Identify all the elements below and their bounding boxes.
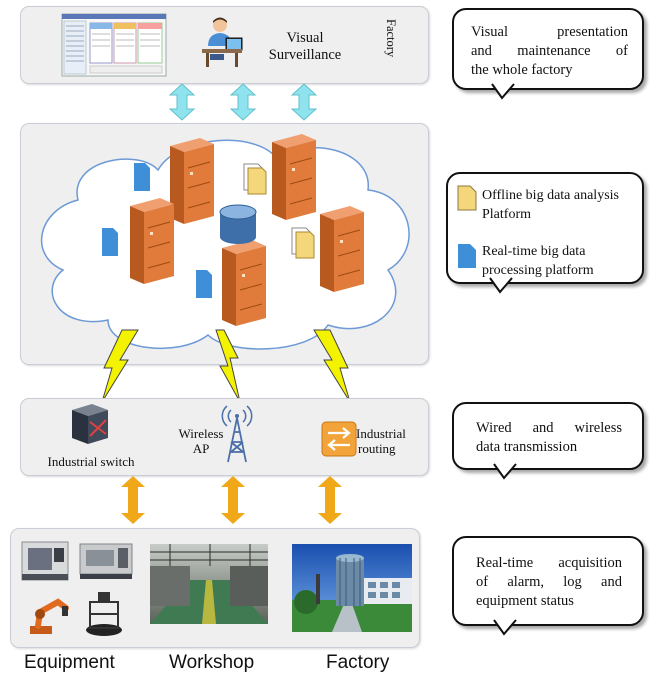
workshop-photo <box>150 544 268 624</box>
double-arrow-bottom-2 <box>221 476 245 524</box>
mobile-robot-icon <box>86 592 122 636</box>
server-icon-4 <box>320 206 364 292</box>
server-icon-3 <box>130 198 174 284</box>
factory-label: Factory <box>326 652 390 673</box>
realtime-doc-icon-1 <box>134 163 150 191</box>
offline-doc-icon-1 <box>243 163 267 195</box>
callout-tail-3 <box>493 461 517 480</box>
industrial-router-icon <box>321 421 357 457</box>
database-icon <box>219 204 257 244</box>
double-arrow-top-3 <box>290 83 318 121</box>
workshop-label: Workshop <box>169 652 255 673</box>
industrial-switch-label: Industrial switch <box>47 454 135 469</box>
data-transmission-callout: Wired and wireless data transmission <box>452 402 644 470</box>
robot-arm-icon <box>30 598 69 634</box>
cloud-shape <box>40 139 410 350</box>
factory-photo <box>292 544 412 632</box>
visual-presentation-callout: Visual presentation and maintenance of t… <box>452 8 644 90</box>
wireless-ap-tower-icon <box>221 405 253 463</box>
operator-at-computer-icon <box>202 17 243 67</box>
realtime-platform-label: Real-time big data processing platform <box>482 244 594 278</box>
wireless-ap-label: Wireless AP <box>178 426 224 456</box>
lightning-icon-1 <box>101 329 139 403</box>
double-arrow-bottom-3 <box>318 476 342 524</box>
equipment-label: Equipment <box>24 652 115 673</box>
offline-platform-label: Offline big data analysis Platform <box>482 188 619 222</box>
visual-surveillance-title: Visual Surveillance <box>268 30 342 63</box>
realtime-doc-icon-2 <box>102 228 118 256</box>
cnc-machine-icon-1 <box>21 541 69 581</box>
server-icon-5 <box>222 240 266 326</box>
dashboard-screenshot-icon <box>61 13 167 77</box>
callout-tail-4 <box>493 617 517 636</box>
callout-tail-2 <box>489 275 513 294</box>
double-arrow-top-2 <box>229 83 257 121</box>
lightning-icon-3 <box>313 329 351 403</box>
realtime-doc-legend-icon <box>458 244 476 268</box>
industrial-switch-icon <box>72 404 108 444</box>
offline-doc-icon-2 <box>291 227 315 259</box>
offline-doc-legend-icon <box>457 185 477 211</box>
server-icon-1 <box>170 138 214 224</box>
double-arrow-top-1 <box>168 83 196 121</box>
double-arrow-bottom-1 <box>121 476 145 524</box>
callout-tail-1 <box>491 81 515 100</box>
lightning-icon-2 <box>215 329 241 403</box>
platforms-legend-callout: Offline big data analysis Platform Real-… <box>446 172 644 284</box>
industrial-routing-label: Industrial routing <box>356 426 406 456</box>
server-icon-2 <box>272 134 316 220</box>
factory-vertical-label: Factory <box>384 19 398 58</box>
data-acquisition-callout: Real-time acquisition of alarm, log and … <box>452 536 644 626</box>
realtime-doc-icon-3 <box>196 270 212 298</box>
cnc-machine-icon-2 <box>79 543 133 579</box>
